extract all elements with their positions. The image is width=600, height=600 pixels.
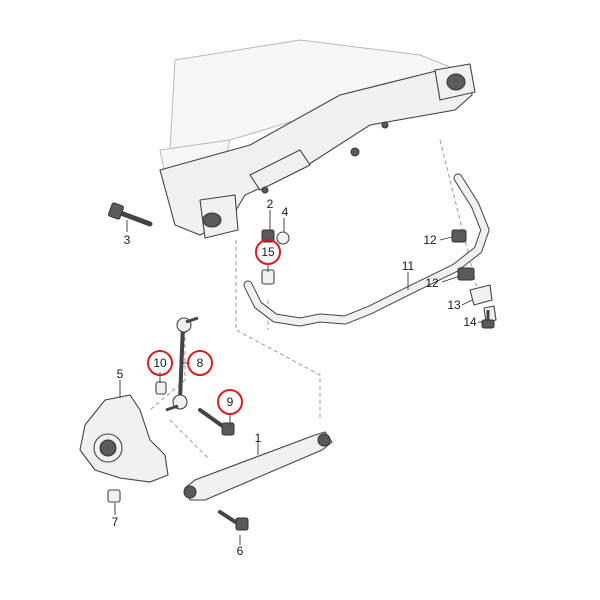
callout-1: 1	[255, 431, 262, 445]
highlight-ring-10	[147, 350, 173, 376]
callout-2: 2	[267, 197, 274, 211]
coupling-link	[155, 316, 199, 412]
transverse-link	[183, 431, 333, 501]
callout-5: 5	[117, 367, 124, 381]
bolt-6	[218, 510, 249, 531]
callout-8: 8	[197, 356, 204, 370]
callout-13: 13	[447, 298, 461, 312]
callout-10: 10	[153, 356, 167, 370]
bolt-3	[108, 202, 153, 227]
callout-3: 3	[124, 233, 131, 247]
callout-7: 7	[112, 515, 119, 529]
callout-9: 9	[227, 395, 234, 409]
bolt-14	[481, 310, 495, 329]
highlight-rings	[147, 239, 281, 415]
wheel-bearing-housing	[79, 394, 169, 503]
highlight-ring-9	[217, 389, 243, 415]
callout-4: 4	[282, 205, 289, 219]
callout-11: 11	[402, 259, 415, 273]
highlight-ring-8	[187, 350, 213, 376]
callout-12-lower: 12	[425, 276, 439, 290]
stabilizer-bar	[243, 173, 490, 327]
bolt-9	[198, 408, 235, 436]
subframe	[159, 63, 476, 239]
callouts: 1 2 3 4 5 6 7 8 9 10 11 12 12 13 14 15	[112, 197, 477, 558]
callout-12-upper: 12	[423, 233, 437, 247]
leader-lines	[114, 210, 484, 545]
highlight-ring-15	[255, 239, 281, 265]
stabilizer-bushings	[451, 229, 497, 323]
callout-14: 14	[463, 315, 477, 329]
callout-6: 6	[237, 544, 244, 558]
mount-hardware	[261, 229, 290, 285]
callout-15: 15	[261, 245, 275, 259]
